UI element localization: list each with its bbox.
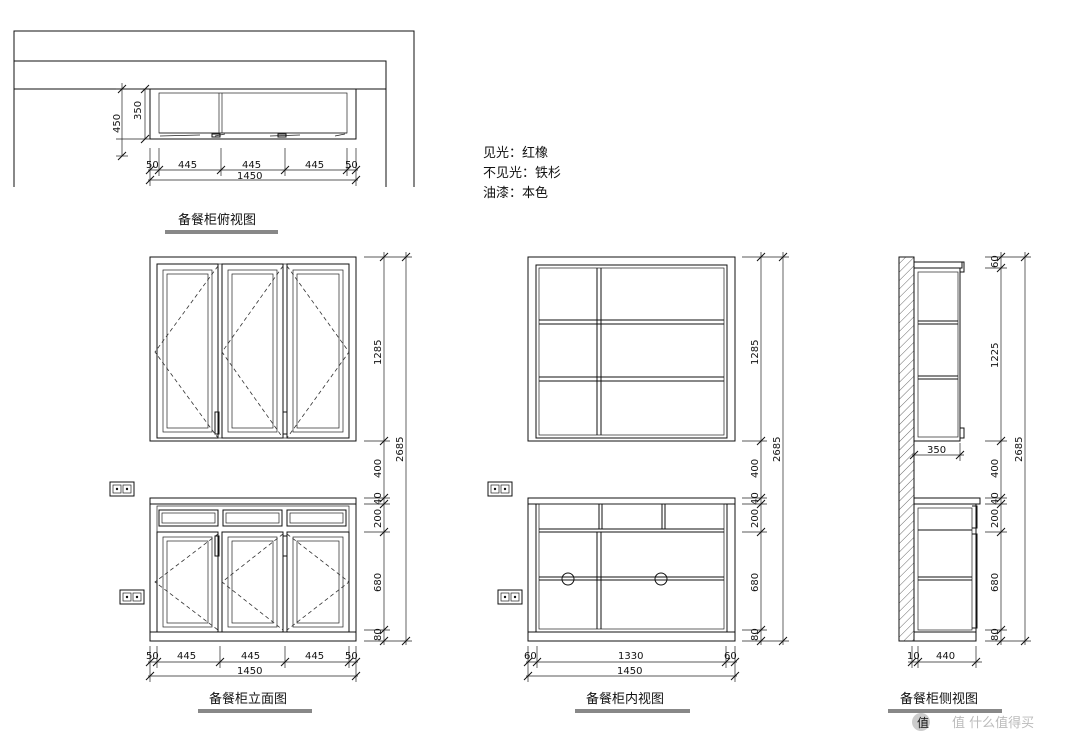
inner-dim-inner-width: 1330: [618, 651, 643, 662]
side-dim-total-height: 2685: [1014, 437, 1025, 462]
front-dim-door: 680: [373, 573, 384, 592]
inner-view: 1285 400 40 200 680 80 2685 60 1330 60 1…: [487, 252, 789, 713]
svg-text:值: 值: [917, 715, 929, 730]
front-worktop: [149, 497, 357, 505]
side-upper-cabinet: [913, 267, 961, 442]
front-dim-total-width: 1450: [237, 666, 262, 677]
front-dim-edge-left: 50: [146, 651, 159, 662]
inner-dim-total-height: 2685: [772, 437, 783, 462]
top-dim-depth-total: 450: [112, 114, 123, 133]
front-upper-cabinet: [149, 256, 357, 442]
top-view-title: 备餐柜俯视图: [178, 212, 256, 228]
top-dim-door-3: 445: [305, 160, 324, 171]
front-dim-drawer: 200: [373, 509, 384, 528]
room-outline: [13, 30, 415, 187]
socket-icon: [119, 589, 145, 605]
side-dim-upper-depth: 350: [927, 445, 946, 456]
inner-dim-drawer: 200: [750, 509, 761, 528]
inner-dim-edge-left: 60: [524, 651, 537, 662]
front-view: 1285 400 40 200 680 80 2685 50 445 445 4…: [109, 252, 412, 713]
front-dim-total-height: 2685: [395, 437, 406, 462]
socket-icon: [487, 481, 513, 497]
side-lower-cabinet: [913, 503, 977, 642]
top-dim-door-2: 445: [242, 160, 261, 171]
top-dim-edge-right: 50: [345, 160, 358, 171]
front-dim-plinth: 80: [373, 628, 384, 641]
top-view: 450 350 50 445 445 445 50 1450 备餐柜俯视图: [13, 30, 415, 234]
side-worktop: [913, 497, 981, 505]
side-view-title: 备餐柜侧视图: [900, 691, 978, 707]
inner-upper-cabinet: [527, 256, 736, 442]
side-dim-top-strip: 60: [990, 255, 1001, 268]
material-notes: 见光：红橡 不见光：铁杉 油漆：本色: [483, 145, 561, 201]
front-view-title: 备餐柜立面图: [209, 691, 287, 707]
front-lower-cabinet: [149, 503, 357, 642]
note-paint: 油漆：本色: [483, 185, 548, 201]
side-dim-plinth: 80: [990, 628, 1001, 641]
side-dim-top-plate: 40: [990, 492, 1001, 505]
inner-dim-total-width: 1450: [617, 666, 642, 677]
top-dim-depth-upper: 350: [133, 101, 144, 120]
top-view-cabinet-outline: [149, 88, 357, 140]
inner-dim-door: 680: [750, 573, 761, 592]
note-invisible-material: 不见光：铁杉: [483, 166, 561, 181]
wall-section: [898, 256, 915, 642]
side-dim-edge: 10: [907, 651, 920, 662]
top-dim-total-width: 1450: [237, 171, 262, 182]
side-view: 350 60 1225 400 40 200 680 80 2685: [888, 252, 1031, 713]
socket-icon: [497, 589, 523, 605]
front-dim-edge-right: 50: [345, 651, 358, 662]
inner-dim-upper-height: 1285: [750, 340, 761, 365]
inner-dim-edge-right: 60: [724, 651, 737, 662]
socket-icon: [109, 481, 135, 497]
inner-dim-plinth: 80: [750, 628, 761, 641]
watermark-text: 值 什么值得买: [952, 715, 1034, 731]
top-dim-edge-left: 50: [146, 160, 159, 171]
side-dim-upper-height: 1225: [990, 343, 1001, 368]
note-visible-material: 见光：红橡: [483, 145, 548, 161]
front-dim-upper-height: 1285: [373, 340, 384, 365]
side-dim-door: 680: [990, 573, 1001, 592]
watermark: 值 值 什么值得买: [912, 713, 1034, 731]
inner-view-title: 备餐柜内视图: [586, 691, 664, 707]
front-dim-gap: 400: [373, 459, 384, 478]
cable-grommet-icon: [654, 572, 668, 586]
top-dim-door-1: 445: [178, 160, 197, 171]
front-dim-door-2: 445: [241, 651, 260, 662]
inner-dim-top-plate: 40: [750, 492, 761, 505]
wall-line-inner: [14, 60, 387, 187]
side-dim-lower-depth: 440: [936, 651, 955, 662]
cable-grommet-icon: [561, 572, 575, 586]
inner-worktop: [527, 497, 736, 505]
side-dim-gap: 400: [990, 459, 1001, 478]
front-dim-door-1: 445: [177, 651, 196, 662]
inner-lower-cabinet: [527, 503, 736, 642]
front-dim-top-plate: 40: [373, 492, 384, 505]
inner-dim-gap: 400: [750, 459, 761, 478]
side-dim-drawer: 200: [990, 509, 1001, 528]
front-dim-door-3: 445: [305, 651, 324, 662]
